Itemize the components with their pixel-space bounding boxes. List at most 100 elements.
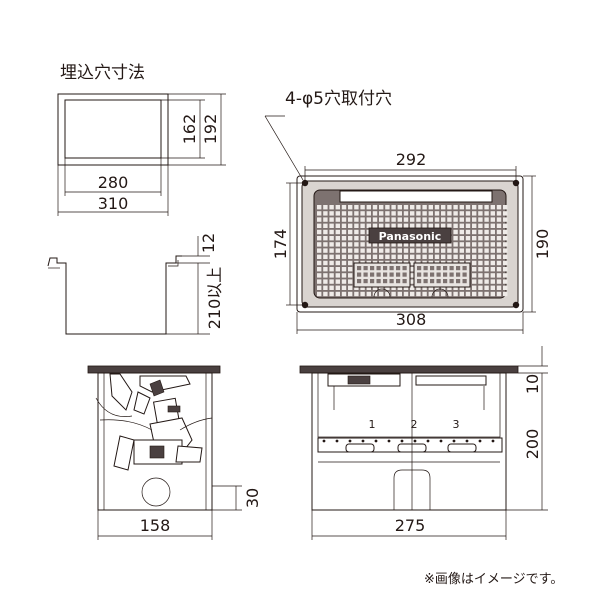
- lattice-cell: [441, 291, 446, 297]
- lattice-cell: [317, 236, 322, 241]
- lattice-cell: [372, 223, 378, 228]
- lattice-cell: [441, 254, 446, 259]
- lattice-cell: [416, 217, 421, 222]
- top-view-plate: [286, 166, 536, 334]
- outlet-slot: [396, 279, 401, 284]
- lattice-cell: [379, 285, 384, 290]
- dim-174: 174: [271, 229, 290, 260]
- lattice-cell: [422, 211, 427, 216]
- lattice-cell: [459, 223, 464, 228]
- lattice-cell: [397, 254, 402, 259]
- lattice-cell: [317, 279, 322, 284]
- side-section-view: [87, 365, 242, 540]
- lattice-cell: [453, 229, 458, 235]
- lattice-cell: [434, 205, 440, 210]
- lattice-cell: [354, 211, 359, 216]
- lattice-cell: [372, 254, 378, 259]
- lattice-cell: [360, 205, 365, 210]
- lattice-cell: [490, 205, 495, 210]
- lattice-cell: [465, 285, 471, 290]
- lattice-cell: [354, 248, 359, 253]
- lattice-cell: [323, 273, 328, 278]
- lattice-cell: [459, 229, 464, 235]
- lattice-cell: [422, 223, 427, 228]
- panel-hole: [335, 439, 339, 443]
- lattice-cell: [484, 242, 489, 247]
- lattice-cell: [360, 248, 365, 253]
- lattice-cell: [354, 236, 359, 241]
- lattice-cell: [434, 242, 440, 247]
- lattice-cell: [428, 248, 433, 253]
- lattice-cell: [496, 248, 502, 253]
- outlet-slot: [443, 266, 448, 271]
- outlet-slot: [449, 279, 454, 284]
- outlet-slot: [436, 272, 441, 277]
- lattice-cell: [323, 285, 328, 290]
- lattice-cell: [496, 229, 502, 235]
- lattice-cell: [360, 285, 365, 290]
- lattice-cell: [478, 254, 483, 259]
- lattice-cell: [341, 211, 347, 216]
- lattice-cell: [472, 229, 477, 235]
- lattice-cell: [329, 267, 334, 272]
- lattice-cell: [416, 254, 421, 259]
- lattice-cell: [317, 229, 322, 235]
- lattice-cell: [484, 217, 489, 222]
- outlet-slot: [376, 279, 381, 284]
- lattice-cell: [422, 205, 427, 210]
- lattice-cell: [503, 285, 508, 290]
- lattice-cell: [341, 260, 347, 266]
- lattice-cell: [490, 254, 495, 259]
- lattice-cell: [385, 242, 390, 247]
- lattice-cell: [397, 211, 402, 216]
- lattice-cell: [484, 273, 489, 278]
- lattice-cell: [397, 242, 402, 247]
- lattice-cell: [490, 248, 495, 253]
- lattice-cell: [447, 254, 452, 259]
- lattice-cell: [447, 223, 452, 228]
- outlet-slot: [389, 266, 394, 271]
- lattice-cell: [403, 248, 409, 253]
- lattice-cell: [410, 248, 415, 253]
- lattice-cell: [503, 273, 508, 278]
- lattice-cell: [360, 211, 365, 216]
- lattice-cell: [503, 242, 508, 247]
- lattice-cell: [366, 242, 371, 247]
- lattice-cell: [465, 229, 471, 235]
- lattice-cell: [372, 291, 378, 297]
- outlet-slot: [436, 266, 441, 271]
- lattice-cell: [348, 285, 353, 290]
- lattice-cell: [410, 205, 415, 210]
- dim-10: 10: [523, 374, 542, 394]
- lattice-cell: [360, 242, 365, 247]
- lattice-cell: [335, 236, 340, 241]
- outlet-slot: [383, 266, 388, 271]
- lattice-cell: [379, 217, 384, 222]
- lattice-cell: [372, 242, 378, 247]
- lattice-cell: [410, 242, 415, 247]
- lattice-cell: [434, 211, 440, 216]
- lattice-cell: [329, 254, 334, 259]
- lattice-cell: [472, 285, 477, 290]
- lattice-cell: [403, 211, 409, 216]
- lattice-cell: [317, 242, 322, 247]
- lattice-cell: [354, 217, 359, 222]
- lattice-cell: [428, 254, 433, 259]
- lattice-cell: [503, 223, 508, 228]
- lattice-cell: [323, 229, 328, 235]
- lattice-cell: [496, 211, 502, 216]
- embed-hole-title: 埋込穴寸法: [60, 63, 145, 83]
- lattice-cell: [329, 279, 334, 284]
- lattice-cell: [354, 291, 359, 297]
- lattice-cell: [360, 217, 365, 222]
- lattice-cell: [348, 260, 353, 266]
- lattice-cell: [341, 254, 347, 259]
- lattice-cell: [416, 242, 421, 247]
- lattice-cell: [403, 254, 409, 259]
- lattice-cell: [317, 291, 322, 297]
- lattice-cell: [410, 211, 415, 216]
- lattice-cell: [496, 291, 502, 297]
- lattice-cell: [496, 242, 502, 247]
- mount-hole-icon: [301, 179, 309, 187]
- lattice-cell: [366, 285, 371, 290]
